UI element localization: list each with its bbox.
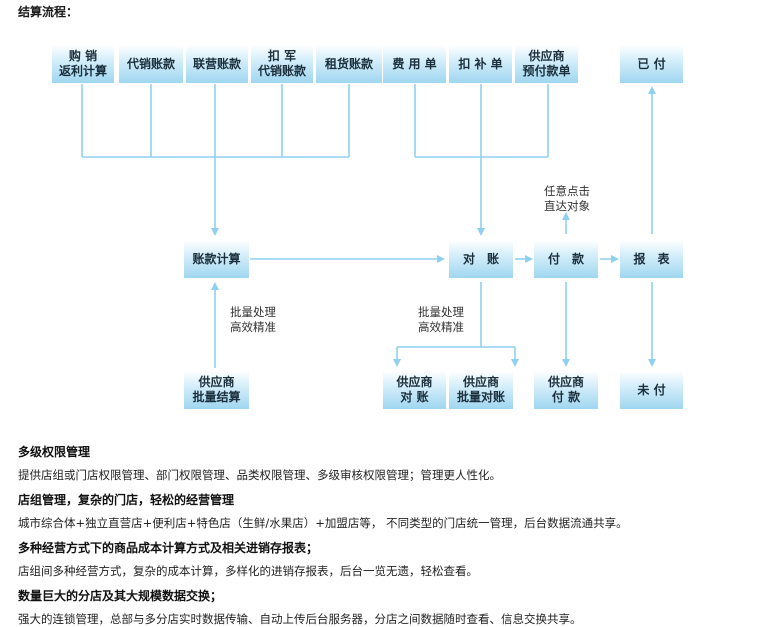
box-label: 购 销 返利计算 bbox=[58, 49, 107, 78]
note-batch-right: 批量处理 高效精准 bbox=[418, 305, 464, 334]
section-title: 多种经营方式下的商品成本计算方式及相关进销存报表； bbox=[18, 541, 319, 555]
settlement-flow-heading: 结算流程： bbox=[18, 5, 79, 19]
section-title: 多级权限管理 bbox=[18, 445, 91, 459]
section-title: 数量巨大的分店及其大规模数据交换； bbox=[18, 589, 223, 603]
box-label: 租货账款 bbox=[324, 56, 373, 71]
box-reconcile: 对 账 bbox=[449, 240, 513, 278]
box-label: 对 账 bbox=[462, 251, 499, 266]
box-label: 未 付 bbox=[637, 382, 666, 397]
box-label: 供应商 批量对账 bbox=[456, 375, 505, 404]
box-label: 报 表 bbox=[633, 251, 670, 266]
box-label: 付 款 bbox=[547, 251, 584, 266]
box-deduction-consignment: 扣 军 代销账款 bbox=[251, 45, 313, 83]
box-account-calc: 账款计算 bbox=[184, 240, 249, 278]
box-label: 供应商 对 账 bbox=[396, 375, 433, 404]
box-label: 联营账款 bbox=[192, 56, 241, 71]
box-payment: 付 款 bbox=[534, 240, 598, 278]
box-joint-venture: 联营账款 bbox=[186, 45, 248, 83]
box-label: 扣 补 单 bbox=[458, 56, 503, 71]
box-paid: 已 付 bbox=[620, 45, 683, 83]
box-label: 供应商 批量结算 bbox=[192, 375, 241, 404]
box-expense-slip: 费 用 单 bbox=[383, 45, 446, 83]
box-supplement-slip: 扣 补 单 bbox=[449, 45, 512, 83]
section-body: 店组间多种经营方式，复杂的成本计算，多样化的进销存报表，后台一览无遗，轻松查看。 bbox=[18, 564, 478, 578]
box-supplier-prepay: 供应商 预付款单 bbox=[515, 45, 578, 83]
box-unpaid: 未 付 bbox=[620, 371, 683, 409]
box-supplier-reconcile: 供应商 对 账 bbox=[383, 371, 446, 409]
box-lease: 租货账款 bbox=[316, 45, 382, 83]
flow-connectors bbox=[81, 84, 656, 368]
box-label: 费 用 单 bbox=[392, 56, 437, 71]
box-supplier-payment: 供应商 付 款 bbox=[534, 371, 598, 409]
note-any-point: 任意点击 直达对象 bbox=[544, 184, 590, 213]
box-label: 供应商 预付款单 bbox=[522, 49, 571, 78]
box-label: 扣 军 代销账款 bbox=[257, 49, 306, 78]
box-supplier-batch-reconcile: 供应商 批量对账 bbox=[449, 371, 513, 409]
box-label: 代销账款 bbox=[126, 56, 175, 71]
note-batch-left: 批量处理 高效精准 bbox=[230, 305, 276, 334]
box-consignment: 代销账款 bbox=[119, 45, 183, 83]
box-label: 已 付 bbox=[637, 56, 666, 71]
section-title: 店组管理，复杂的门店，轻松的经营管理 bbox=[18, 493, 235, 507]
section-body: 城市综合体+独立直营店+便利店+特色店（生鲜/水果店）+加盟店等， 不同类型的门… bbox=[18, 516, 628, 530]
box-report: 报 表 bbox=[620, 240, 683, 278]
box-label: 供应商 付 款 bbox=[547, 375, 584, 404]
box-purchase-rebate: 购 销 返利计算 bbox=[52, 45, 114, 83]
section-body: 强大的连锁管理，总部与多分店实时数据传输、自动上传后台服务器，分店之间数据随时查… bbox=[18, 612, 582, 626]
box-label: 账款计算 bbox=[192, 251, 241, 266]
section-body: 提供店组或门店权限管理、部门权限管理、品类权限管理、多级审核权限管理；管理更人性… bbox=[18, 468, 501, 482]
box-supplier-batch-settle: 供应商 批量结算 bbox=[184, 371, 249, 409]
